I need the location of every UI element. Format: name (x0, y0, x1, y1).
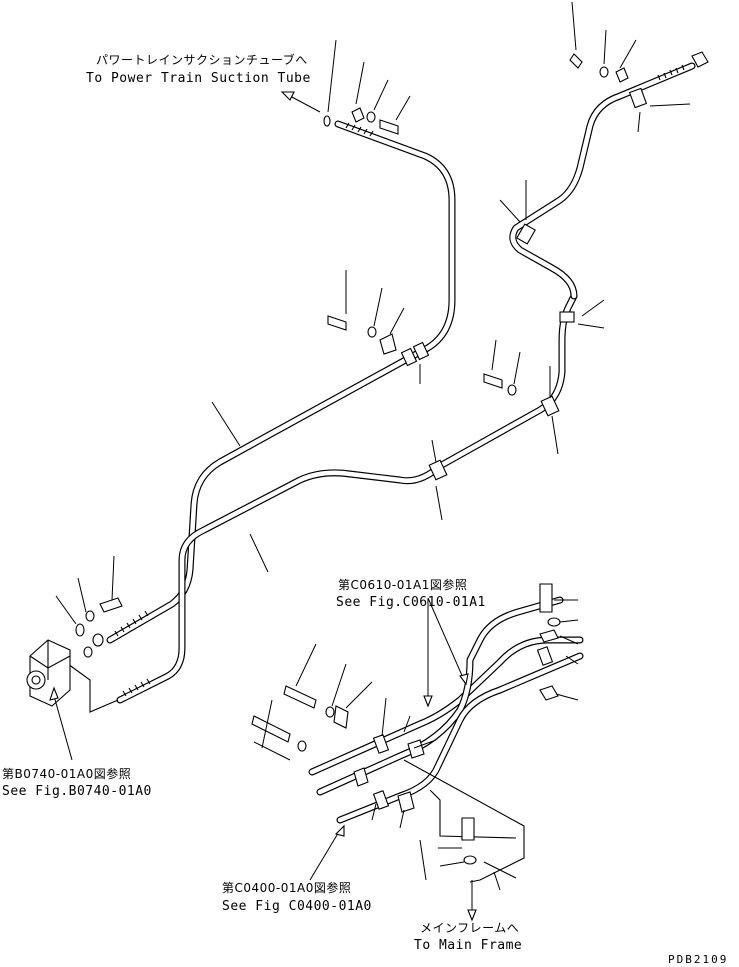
drawing-code: PDB2109 (668, 953, 729, 966)
callout-fig-b0740-jp: 第B0740-01A0図参照 (2, 767, 132, 781)
valve-block (26, 639, 71, 707)
tube-left-lower (67, 292, 578, 713)
callout-fig-c0610-en: See Fig.C0610-01A1 (336, 595, 486, 610)
tube-lower-right (308, 596, 584, 883)
tube-left-upper (106, 120, 456, 644)
callout-power-train-jp: パワートレインサクションチューブへ (96, 53, 308, 67)
fasteners (75, 53, 629, 865)
callout-fig-b0740-en: See Fig.B0740-01A0 (2, 784, 152, 799)
callout-main-frame-jp: メインフレームへ (420, 921, 520, 935)
callout-main-frame-en: To Main Frame (414, 938, 523, 953)
tube-right-upper (509, 51, 709, 300)
callout-power-train-en: To Power Train Suction Tube (86, 71, 311, 86)
clamps (372, 87, 648, 810)
leader-lines (49, 1, 691, 922)
callout-fig-c0400-en: See Fig C0400-01A0 (222, 899, 372, 914)
callout-fig-c0400-jp: 第C0400-01A0図参照 (222, 881, 352, 895)
callout-fig-c0610-jp: 第C0610-01A1図参照 (338, 578, 468, 592)
